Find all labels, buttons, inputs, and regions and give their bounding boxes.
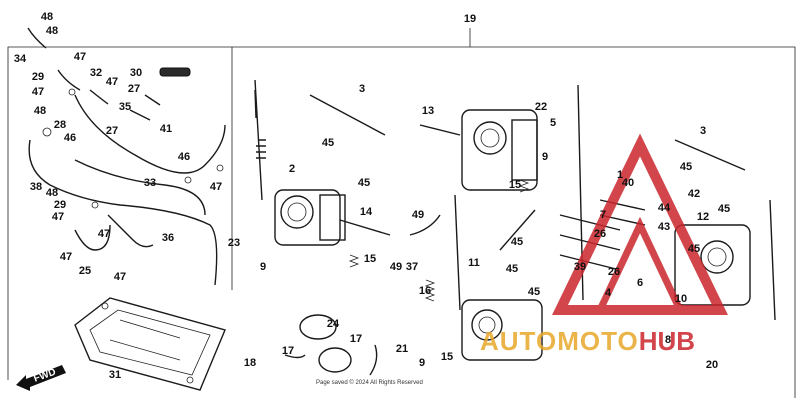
callout-46: 46: [178, 151, 190, 163]
carburetor-upper-mid: [461, 109, 538, 191]
callout-45: 45: [718, 203, 730, 215]
callout-48: 48: [34, 105, 46, 117]
callout-22: 22: [535, 101, 547, 113]
callout-3: 3: [700, 125, 706, 137]
callout-37: 37: [406, 261, 418, 273]
callout-17: 17: [282, 345, 294, 357]
callout-8: 8: [665, 334, 671, 346]
callout-47: 47: [74, 51, 86, 63]
rods: [254, 79, 776, 321]
callout-48: 48: [46, 25, 58, 37]
callout-30: 30: [130, 67, 142, 79]
insulators: [284, 314, 378, 376]
callout-47: 47: [52, 211, 64, 223]
callout-44: 44: [658, 202, 671, 214]
callout-48: 48: [41, 11, 53, 23]
callout-45: 45: [506, 263, 518, 275]
callout-13: 13: [422, 105, 434, 117]
callout-45: 45: [528, 286, 540, 298]
callout-40: 40: [622, 177, 634, 189]
callout-43: 43: [658, 221, 670, 233]
callout-47: 47: [210, 181, 222, 193]
callout-11: 11: [468, 257, 480, 269]
hose-group: [27, 27, 226, 286]
callout-24: 24: [327, 318, 340, 330]
callout-36: 36: [162, 232, 174, 244]
callout-41: 41: [160, 123, 172, 135]
callout-48: 48: [46, 187, 58, 199]
callout-26: 26: [594, 228, 606, 240]
callout-18: 18: [244, 357, 256, 369]
carburetor-lower-mid: [461, 299, 543, 361]
assembly-number: 19: [464, 13, 476, 25]
callout-17: 17: [350, 333, 362, 345]
callout-45: 45: [322, 137, 334, 149]
callout-28: 28: [54, 119, 66, 131]
springs: [348, 179, 530, 302]
callout-15: 15: [364, 253, 376, 265]
air-chamber-cover: [74, 297, 226, 391]
callout-20: 20: [706, 359, 718, 371]
callout-9: 9: [260, 261, 266, 273]
callout-47: 47: [98, 228, 110, 240]
callout-9: 9: [542, 151, 548, 163]
callout-49: 49: [390, 261, 402, 273]
carburetor-bodies: [274, 109, 751, 361]
callout-7: 7: [600, 209, 606, 221]
callout-45: 45: [688, 243, 700, 255]
callout-31: 31: [109, 369, 121, 381]
callout-45: 45: [680, 161, 692, 173]
callout-27: 27: [106, 125, 118, 137]
carburetor-upper-left: [274, 189, 346, 246]
callout-47: 47: [114, 271, 126, 283]
callout-15: 15: [509, 179, 521, 191]
callout-35: 35: [119, 101, 131, 113]
callout-12: 12: [697, 211, 709, 223]
callout-9: 9: [419, 357, 425, 369]
callout-27: 27: [128, 83, 140, 95]
callout-45: 45: [511, 236, 523, 248]
callout-16: 16: [419, 285, 431, 297]
callout-49: 49: [412, 209, 424, 221]
watermark-text: AUTOMOTOHUB: [480, 326, 695, 356]
callout-21: 21: [396, 343, 408, 355]
callout-42: 42: [688, 188, 700, 200]
callout-46: 46: [64, 132, 76, 144]
fwd-label: FWD: [32, 367, 57, 385]
callout-34: 34: [14, 53, 27, 65]
callout-32: 32: [90, 67, 102, 79]
callout-45: 45: [358, 177, 370, 189]
callout-6: 6: [637, 277, 643, 289]
callout-4: 4: [605, 287, 612, 299]
callout-10: 10: [675, 293, 687, 305]
callout-14: 14: [360, 206, 373, 218]
callout-38: 38: [30, 181, 42, 193]
fwd-arrow: FWD: [16, 365, 66, 391]
callout-25: 25: [79, 265, 91, 277]
copyright-text: Page saved © 2024 All Rights Reserved: [316, 379, 423, 386]
callout-26: 26: [608, 266, 620, 278]
callout-23: 23: [228, 237, 240, 249]
callout-1: 1: [617, 169, 623, 181]
watermark: AUTOMOTOHUB: [480, 133, 728, 356]
callout-29: 29: [32, 71, 44, 83]
callout-15: 15: [441, 351, 453, 363]
callout-2: 2: [289, 163, 295, 175]
callout-5: 5: [550, 117, 556, 129]
callout-47: 47: [60, 251, 72, 263]
callout-47: 47: [106, 76, 118, 88]
callout-29: 29: [54, 199, 66, 211]
assembly-frame: [7, 28, 796, 398]
callout-47: 47: [32, 86, 44, 98]
callout-3: 3: [359, 83, 365, 95]
callout-33: 33: [144, 177, 156, 189]
callout-39: 39: [574, 261, 586, 273]
